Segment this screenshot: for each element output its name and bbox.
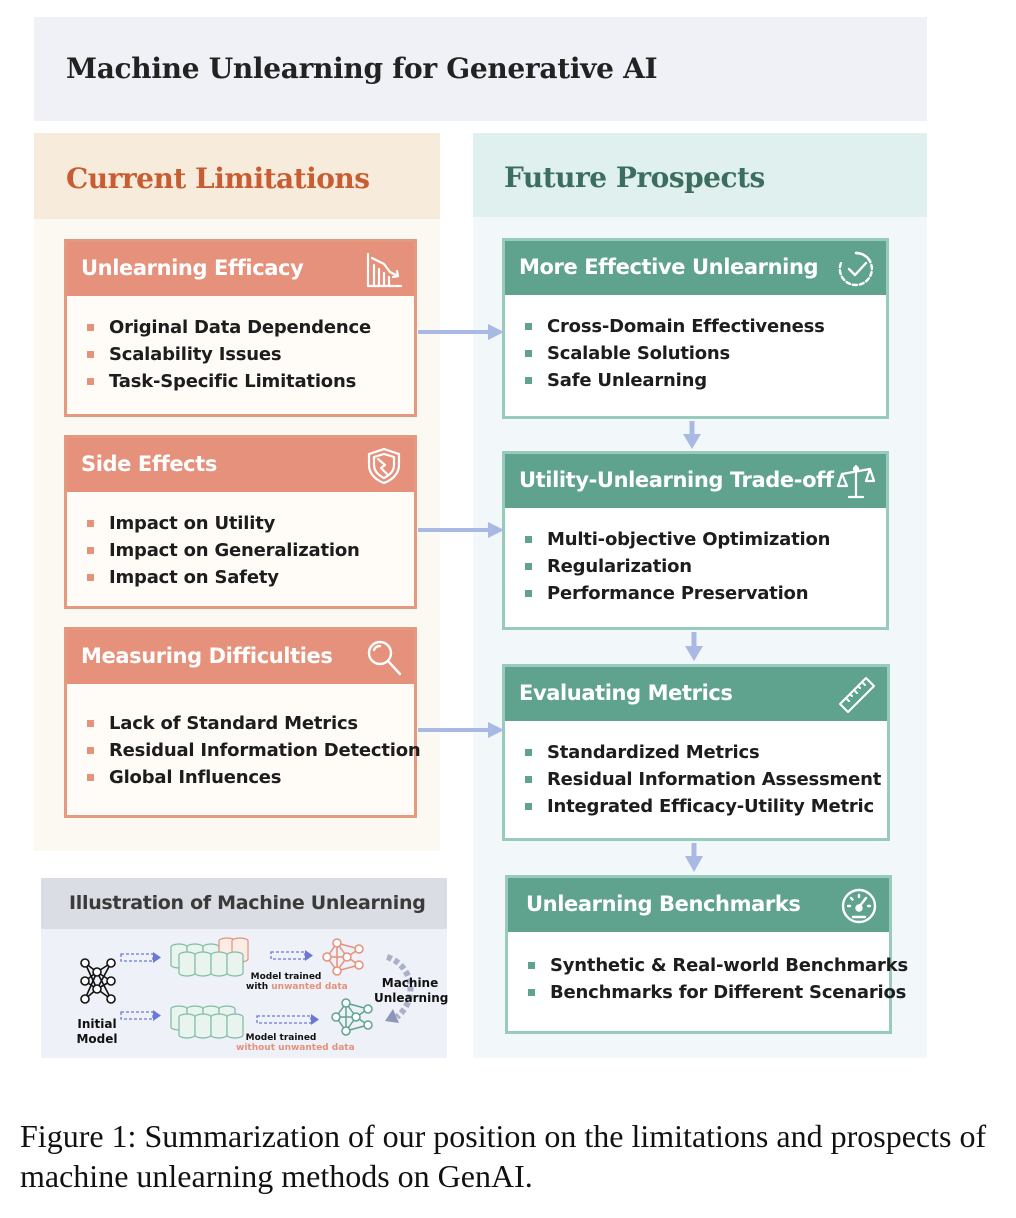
check-circle-icon: [838, 251, 874, 287]
card-header: [505, 667, 887, 721]
card-list: Impact on Utility Impact on Generalizati…: [87, 510, 360, 591]
card-title: Evaluating Metrics: [519, 681, 733, 705]
card-list: Original Data Dependence Scalability Iss…: [87, 314, 371, 395]
ruler-icon: [839, 677, 875, 713]
model-with-unwanted-label: Model trained with unwanted data: [246, 972, 348, 992]
model-with-unwanted-data-icon: [322, 938, 364, 976]
illustration-graphic: [80, 937, 414, 1039]
card-header: [67, 630, 414, 684]
illustration-header-band: [41, 878, 447, 929]
training-data-without-unwanted-icon: [170, 1005, 244, 1039]
list-item: Synthetic & Real-world Benchmarks: [528, 952, 908, 979]
list-item: Scalable Solutions: [525, 340, 825, 367]
card-title: Utility-Unlearning Trade-off: [519, 468, 834, 492]
list-item: Residual Information Detection: [87, 737, 421, 764]
arrow-right-side-effects: [418, 522, 504, 538]
unlearning-curve-arrow: [385, 954, 414, 1023]
arrow-down-2: [685, 632, 703, 661]
figure-caption: Figure 1: Summarization of our position …: [20, 1118, 987, 1194]
card-title: Unlearning Benchmarks: [526, 892, 801, 916]
card-list: Lack of Standard Metrics Residual Inform…: [87, 710, 421, 791]
prospect-card-evaluating-metrics: Evaluating Metrics Standardized Metrics …: [502, 664, 890, 841]
card-title: Unlearning Efficacy: [81, 256, 304, 280]
declining-bar-chart-icon: [366, 252, 403, 288]
card-title: Side Effects: [81, 452, 217, 476]
list-item: Multi-objective Optimization: [525, 526, 830, 553]
card-header: [508, 878, 889, 932]
magnifier-icon: [367, 640, 402, 676]
card-list: Multi-objective Optimization Regularizat…: [525, 526, 830, 607]
card-header: [67, 438, 414, 492]
limitations-header-band: [34, 133, 440, 219]
list-item: Standardized Metrics: [525, 739, 881, 766]
card-title: More Effective Unlearning: [519, 255, 819, 279]
arrow-right-efficacy: [418, 324, 504, 340]
card-list: Standardized Metrics Residual Informatio…: [525, 739, 881, 820]
illustration-title: Illustration of Machine Unlearning: [69, 892, 426, 914]
arrow-down-3: [685, 843, 703, 872]
limitation-card-side-effects: Side Effects Impact on Utility Impact on…: [64, 435, 417, 609]
speedometer-icon: [841, 888, 877, 924]
list-item: Impact on Utility: [87, 510, 360, 537]
prospect-card-utility-unlearning-trade-off: Utility-Unlearning Trade-off Multi-objec…: [502, 451, 889, 630]
model-without-unwanted-data-icon: [331, 998, 373, 1036]
prospects-header: Future Prospects: [504, 161, 765, 194]
title-bar: [34, 17, 927, 121]
list-item: Global Influences: [87, 764, 421, 791]
list-item: Benchmarks for Different Scenarios: [528, 979, 908, 1006]
initial-model-label: Initial Model: [76, 1017, 118, 1046]
prospect-card-more-effective-unlearning: More Effective Unlearning Cross-Domain E…: [502, 238, 889, 419]
prospects-header-band: [473, 133, 927, 217]
figure-title: Machine Unlearning for Generative AI: [66, 52, 658, 85]
card-list: Synthetic & Real-world Benchmarks Benchm…: [528, 952, 908, 1006]
list-item: Scalability Issues: [87, 341, 371, 368]
list-item: Safe Unlearning: [525, 367, 825, 394]
card-list: Cross-Domain Effectiveness Scalable Solu…: [525, 313, 825, 394]
list-item: Impact on Safety: [87, 564, 360, 591]
card-header: [505, 241, 886, 295]
prospect-card-unlearning-benchmarks: Unlearning Benchmarks Synthetic & Real-w…: [505, 875, 908, 1034]
machine-unlearning-label: Machine Unlearning: [374, 976, 449, 1005]
model-without-unwanted-label: Model trained without unwanted data: [236, 1033, 355, 1053]
limitation-card-unlearning-efficacy: Unlearning Efficacy Original Data Depend…: [64, 239, 417, 417]
card-header: [67, 242, 414, 296]
list-item: Performance Preservation: [525, 580, 830, 607]
arrow-right-measuring: [418, 722, 504, 738]
cracked-shield-icon: [367, 447, 401, 485]
list-item: Lack of Standard Metrics: [87, 710, 421, 737]
initial-model-network-icon: [80, 958, 116, 1004]
list-item: Regularization: [525, 553, 830, 580]
balance-scale-icon: [836, 464, 876, 499]
list-item: Integrated Efficacy-Utility Metric: [525, 793, 881, 820]
list-item: Residual Information Assessment: [525, 766, 881, 793]
list-item: Original Data Dependence: [87, 314, 371, 341]
arrow-down-1: [683, 421, 701, 449]
card-header: [505, 454, 886, 508]
list-item: Task-Specific Limitations: [87, 368, 371, 395]
card-title: Measuring Difficulties: [81, 644, 333, 668]
limitations-header: Current Limitations: [66, 162, 370, 195]
limitation-card-measuring-difficulties: Measuring Difficulties Lack of Standard …: [64, 627, 421, 818]
list-item: Impact on Generalization: [87, 537, 360, 564]
training-data-with-unwanted-icon: [170, 937, 249, 977]
list-item: Cross-Domain Effectiveness: [525, 313, 825, 340]
